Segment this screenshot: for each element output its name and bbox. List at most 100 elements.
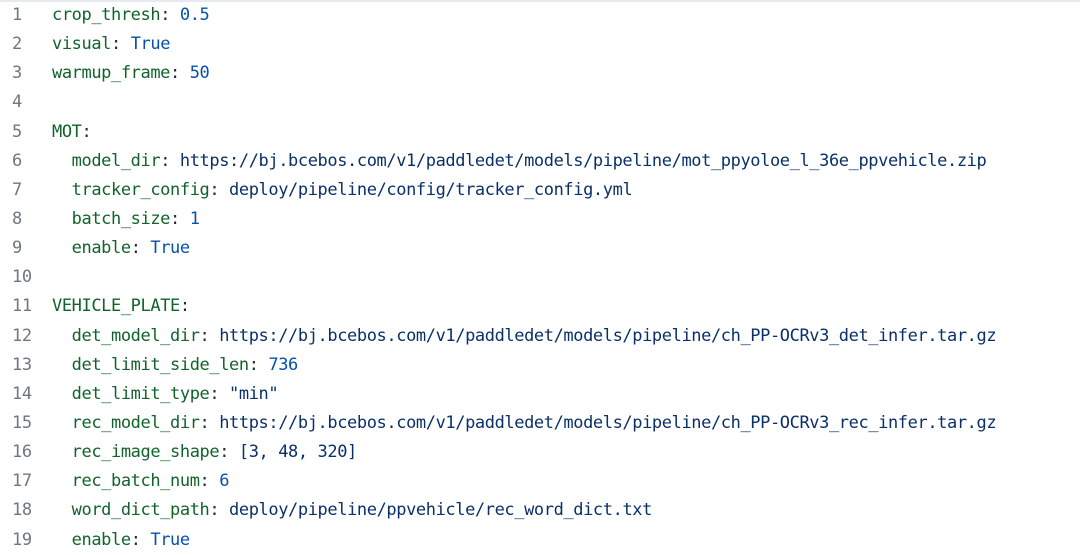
yaml-key: word_dict_path — [71, 500, 210, 521]
yaml-separator: : — [199, 325, 220, 346]
line-number: 16 — [12, 442, 32, 463]
yaml-separator: : — [160, 150, 180, 171]
code-line: 8 batch_size: 1 — [0, 205, 1080, 234]
yaml-value: https://bj.bcebos.com/v1/paddledet/model… — [219, 412, 997, 433]
indent — [52, 384, 72, 404]
yaml-value: True — [130, 34, 171, 55]
indent — [52, 413, 72, 433]
indent — [52, 209, 72, 229]
line-number: 2 — [12, 34, 22, 55]
line-content — [52, 88, 1080, 117]
code-line: 4 — [0, 88, 1080, 117]
line-content: det_limit_side_len: 736 — [52, 351, 1080, 380]
code-line: 14 det_limit_type: "min" — [0, 380, 1080, 409]
yaml-separator: : — [170, 63, 190, 84]
yaml-key: visual — [52, 34, 112, 55]
yaml-separator: : — [130, 529, 151, 550]
yaml-separator: : — [199, 412, 220, 433]
line-number: 9 — [12, 238, 22, 259]
yaml-key: warmup_frame — [52, 63, 171, 84]
yaml-value: 0.5 — [179, 5, 210, 25]
yaml-value: 736 — [268, 354, 298, 375]
yaml-separator: : — [179, 296, 190, 317]
line-content: model_dir: https://bj.bcebos.com/v1/padd… — [52, 147, 1080, 176]
code-line: 12 det_model_dir: https://bj.bcebos.com/… — [0, 322, 1080, 351]
line-number: 10 — [12, 267, 32, 288]
yaml-value: deploy/pipeline/ppvehicle/rec_word_dict.… — [229, 500, 652, 521]
line-content: enable: True — [52, 234, 1080, 263]
line-number: 18 — [12, 500, 32, 521]
line-content: rec_image_shape: [3, 48, 320] — [52, 438, 1080, 467]
line-content — [52, 263, 1080, 292]
code-line: 2 visual: True — [0, 30, 1080, 59]
line-number: 6 — [12, 150, 22, 171]
line-number: 13 — [12, 354, 32, 375]
yaml-value: "min" — [229, 383, 279, 404]
code-line: 7 tracker_config: deploy/pipeline/config… — [0, 176, 1080, 205]
line-number: 17 — [12, 471, 32, 492]
yaml-key: batch_size — [71, 208, 171, 229]
line-number: 5 — [12, 121, 22, 142]
yaml-key: det_limit_type — [71, 383, 210, 404]
indent — [52, 151, 72, 171]
yaml-separator: : — [248, 354, 269, 375]
code-line: 17 rec_batch_num: 6 — [0, 467, 1080, 496]
yaml-separator: : — [209, 383, 230, 404]
yaml-separator: : — [219, 442, 239, 463]
line-content: visual: True — [52, 30, 1080, 59]
yaml-value: True — [150, 238, 190, 259]
line-content: word_dict_path: deploy/pipeline/ppvehicl… — [52, 496, 1080, 525]
line-content: enable: True — [52, 526, 1080, 555]
yaml-separator: : — [199, 471, 220, 492]
line-number: 14 — [12, 383, 32, 404]
code-line: 5 MOT: — [0, 118, 1080, 147]
line-content: rec_batch_num: 6 — [52, 467, 1080, 496]
yaml-key: model_dir — [71, 150, 161, 171]
yaml-key: rec_model_dir — [71, 412, 200, 433]
line-content: MOT: — [52, 118, 1080, 147]
code-line: 9 enable: True — [0, 234, 1080, 263]
code-line: 13 det_limit_side_len: 736 — [0, 351, 1080, 380]
code-line: 11 VEHICLE_PLATE: — [0, 292, 1080, 321]
indent — [52, 471, 72, 491]
yaml-key: tracker_config — [71, 179, 210, 200]
indent — [52, 326, 72, 346]
yaml-separator: : — [81, 121, 92, 142]
yaml-separator: : — [209, 500, 230, 521]
line-content: tracker_config: deploy/pipeline/config/t… — [52, 176, 1080, 205]
line-number: 1 — [12, 5, 22, 25]
yaml-key: enable — [71, 529, 131, 550]
yaml-key: enable — [71, 238, 131, 259]
indent — [52, 355, 72, 375]
yaml-value: https://bj.bcebos.com/v1/paddledet/model… — [179, 150, 987, 171]
yaml-key: rec_batch_num — [71, 471, 200, 492]
yaml-value: deploy/pipeline/config/tracker_config.ym… — [229, 179, 633, 200]
yaml-value: https://bj.bcebos.com/v1/paddledet/model… — [219, 325, 997, 346]
yaml-section-key: VEHICLE_PLATE — [52, 296, 180, 317]
code-line: 15 rec_model_dir: https://bj.bcebos.com/… — [0, 409, 1080, 438]
line-content: warmup_frame: 50 — [52, 59, 1080, 88]
code-line: 6 model_dir: https://bj.bcebos.com/v1/pa… — [0, 147, 1080, 176]
line-content: VEHICLE_PLATE: — [52, 292, 1080, 321]
line-number: 8 — [12, 208, 22, 229]
line-number: 19 — [12, 529, 32, 550]
line-content: det_limit_type: "min" — [52, 380, 1080, 409]
line-content: rec_model_dir: https://bj.bcebos.com/v1/… — [52, 409, 1080, 438]
line-number: 15 — [12, 412, 32, 433]
code-line: 3 warmup_frame: 50 — [0, 59, 1080, 88]
yaml-separator: : — [111, 34, 131, 55]
line-content: det_model_dir: https://bj.bcebos.com/v1/… — [52, 322, 1080, 351]
yaml-separator: : — [160, 5, 180, 25]
line-number: 4 — [12, 92, 22, 113]
code-line: 19 enable: True — [0, 526, 1080, 555]
top-border — [0, 0, 1080, 2]
yaml-value: True — [150, 529, 190, 550]
line-content: batch_size: 1 — [52, 205, 1080, 234]
yaml-key: det_model_dir — [71, 325, 200, 346]
yaml-key: det_limit_side_len — [71, 354, 249, 375]
line-number: 3 — [12, 63, 22, 84]
indent — [52, 530, 72, 550]
indent — [52, 500, 72, 520]
yaml-separator: : — [130, 238, 151, 259]
